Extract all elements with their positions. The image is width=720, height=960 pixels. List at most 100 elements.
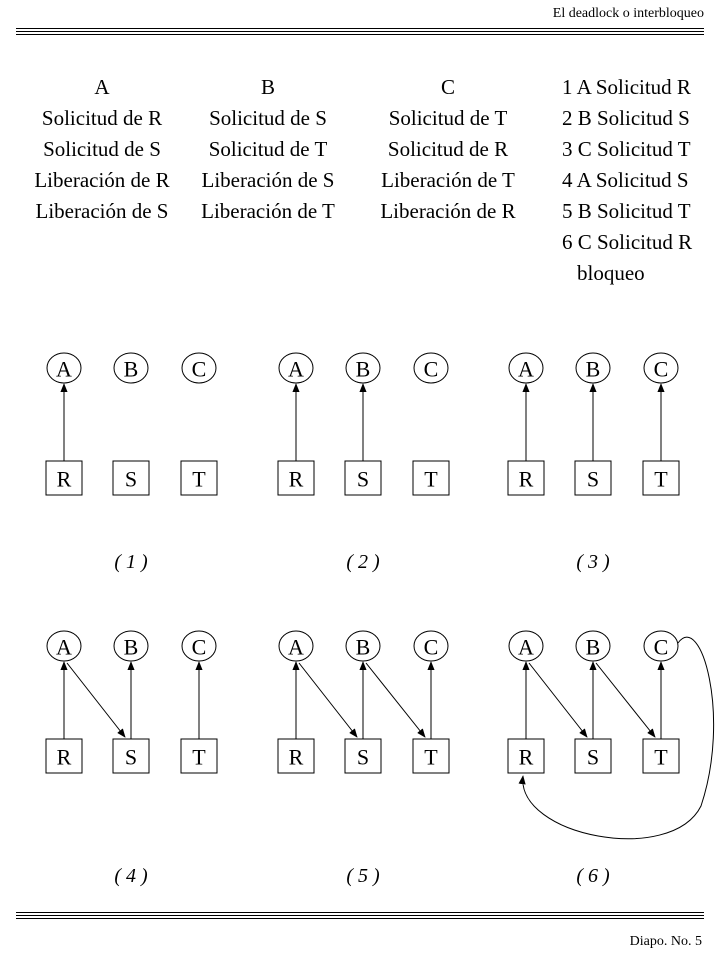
resource-node-label: T [424, 745, 438, 770]
resource-node [45, 460, 83, 496]
process-node [575, 630, 611, 662]
resource-node-label: S [357, 467, 369, 492]
resource-node-label: T [192, 467, 206, 492]
panel-caption: ( 4 ) [114, 865, 148, 887]
resource-node-label: S [587, 745, 599, 770]
resource-node-label: T [654, 467, 668, 492]
resource-node-label: R [519, 745, 534, 770]
process-a-column: A Solicitud de R Solicitud de S Liberaci… [12, 72, 192, 227]
resource-node [344, 460, 382, 496]
process-node-label: A [518, 635, 534, 660]
sequence-step: 5 B Solicitud T [562, 199, 691, 223]
panel-caption: ( 5 ) [346, 865, 380, 887]
process-a-step: Solicitud de R [41, 106, 163, 130]
process-b-step: Solicitud de T [208, 137, 328, 161]
resource-node-label: R [57, 745, 72, 770]
process-node [46, 630, 82, 662]
sequence-step: 2 B Solicitud S [562, 106, 690, 130]
process-node-label: A [56, 357, 72, 382]
process-node [643, 352, 679, 384]
resource-node-label: T [654, 745, 668, 770]
resource-node [574, 460, 612, 496]
process-node [181, 630, 217, 662]
resource-node-label: R [289, 745, 304, 770]
resource-node [642, 738, 680, 774]
process-a-step: Liberación de S [35, 199, 169, 223]
resource-node-label: R [519, 467, 534, 492]
process-node [643, 630, 679, 662]
sequence-step: 1 A Solicitud R [562, 75, 691, 99]
process-node [345, 352, 381, 384]
process-node [508, 352, 544, 384]
process-node [181, 352, 217, 384]
process-c-step: Solicitud de R [387, 137, 509, 161]
process-c-name: C [440, 75, 455, 99]
resource-node-label: T [424, 467, 438, 492]
slide-title: El deadlock o interbloqueo [552, 6, 704, 21]
top-rule [16, 28, 704, 37]
resource-node-label: R [57, 467, 72, 492]
request-edge [298, 662, 358, 738]
resource-node [642, 460, 680, 496]
resource-node [412, 460, 450, 496]
request-edge [518, 636, 715, 840]
process-c-column: C Solicitud de T Solicitud de R Liberaci… [362, 72, 534, 227]
resource-node-label: S [357, 745, 369, 770]
sequence-step: 6 C Solicitud R [562, 230, 693, 254]
panel-caption: ( 6 ) [576, 865, 610, 887]
process-node-label: C [424, 357, 439, 382]
process-node [575, 352, 611, 384]
process-c-step: Liberación de R [380, 199, 516, 223]
process-c-step: Liberación de T [381, 168, 515, 192]
request-edge [528, 662, 588, 738]
process-node-label: A [288, 357, 304, 382]
process-node [413, 352, 449, 384]
process-node [345, 630, 381, 662]
resource-node-label: S [125, 745, 137, 770]
request-sequence: 1 A Solicitud R 2 B Solicitud S 3 C Soli… [562, 72, 720, 289]
process-node-label: C [654, 635, 669, 660]
resource-node-label: S [125, 467, 137, 492]
process-c-step: Solicitud de T [388, 106, 508, 130]
process-node [278, 352, 314, 384]
resource-node [507, 460, 545, 496]
process-node [413, 630, 449, 662]
request-edge [66, 662, 126, 738]
page-number: Diapo. No. 5 [629, 934, 702, 949]
process-node [113, 630, 149, 662]
process-b-column: B Solicitud de S Solicitud de T Liberaci… [188, 72, 348, 227]
process-node-label: B [356, 357, 371, 382]
resource-node [112, 738, 150, 774]
process-b-step: Liberación de T [201, 199, 335, 223]
resource-node [180, 460, 218, 496]
process-node-label: C [192, 635, 207, 660]
panel-caption: ( 1 ) [114, 551, 148, 573]
process-node [113, 352, 149, 384]
resource-node [574, 738, 612, 774]
process-node-label: A [518, 357, 534, 382]
process-node-label: B [356, 635, 371, 660]
panel-caption: ( 2 ) [346, 551, 380, 573]
process-node-label: B [586, 357, 601, 382]
process-node-label: A [56, 635, 72, 660]
bottom-rule [16, 912, 704, 921]
resource-node-label: S [587, 467, 599, 492]
resource-node-label: R [289, 467, 304, 492]
process-b-name: B [260, 75, 275, 99]
process-a-name: A [94, 75, 110, 99]
resource-node [112, 460, 150, 496]
process-node-label: C [424, 635, 439, 660]
process-node-label: B [586, 635, 601, 660]
process-node [508, 630, 544, 662]
process-node-label: C [654, 357, 669, 382]
sequence-step: 3 C Solicitud T [562, 137, 691, 161]
deadlock-result: bloqueo [577, 261, 645, 285]
process-node-label: A [288, 635, 304, 660]
request-edge [595, 662, 656, 738]
request-edge [365, 662, 426, 738]
process-a-step: Solicitud de S [43, 137, 161, 161]
process-b-step: Liberación de S [201, 168, 335, 192]
process-b-step: Solicitud de S [209, 106, 327, 130]
process-node [46, 352, 82, 384]
